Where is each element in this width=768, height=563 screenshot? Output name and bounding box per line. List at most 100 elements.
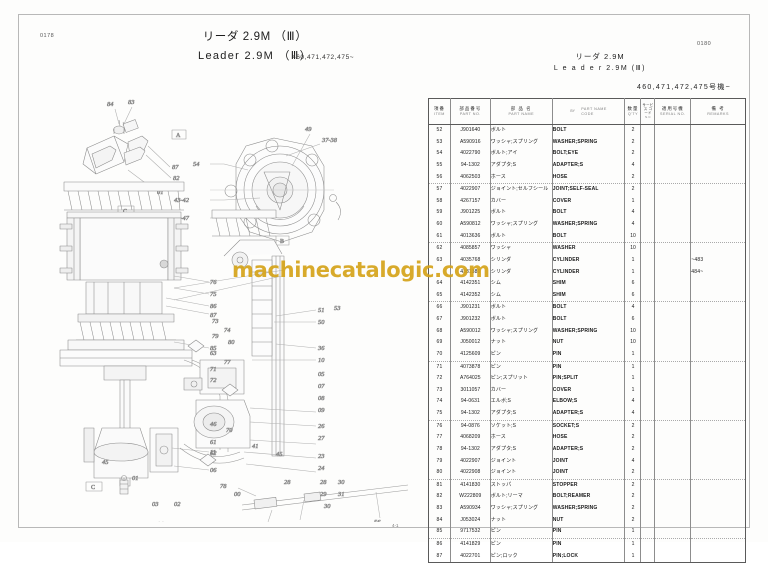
detail-assembly-f — [119, 475, 129, 495]
cell-jp: ピン;ロック — [489, 550, 553, 563]
callout-45b: 45 — [102, 459, 108, 466]
col-header-code-en: CODE — [581, 112, 594, 116]
cell-partno: 94-0631 — [449, 396, 491, 408]
cell-jp: エルボ;S — [489, 396, 553, 408]
detail-assembly-b — [210, 133, 341, 246]
cell-partno: 4142352 — [449, 289, 491, 303]
cell-qty: 2 — [624, 183, 642, 196]
col-header-partno-jp: 部品番号 — [459, 105, 482, 111]
callout-81: 01 — [157, 189, 163, 196]
cell-jp: ピン — [489, 348, 553, 362]
cell-jp: ボルト — [489, 124, 553, 137]
cell-rem — [690, 384, 746, 397]
callout-54: 54 — [193, 161, 200, 168]
cell-serial — [654, 254, 692, 267]
cell-en: NUT — [551, 337, 626, 349]
cell-qty: 2 — [624, 124, 642, 137]
cell-partno: A590916 — [449, 136, 491, 149]
cell-sc — [640, 289, 656, 303]
cell-en: SHIM — [551, 289, 626, 303]
cell-qty: 4 — [624, 408, 642, 421]
cell-item: 52 — [428, 124, 451, 137]
callout-49: 49 — [305, 126, 312, 133]
cell-qty: 2 — [624, 467, 642, 480]
cell-serial — [654, 124, 692, 137]
cell-qty: 6 — [624, 278, 642, 290]
cell-sc — [640, 195, 656, 208]
cell-partno: 4062503 — [449, 171, 491, 185]
cell-sc — [640, 361, 656, 374]
left-title-english: Leader 2.9M （Ⅲ） — [198, 50, 312, 62]
cell-jp: ワッシャ;スプリング — [489, 219, 553, 231]
col-header-code-jp: PART NAME — [581, 107, 607, 112]
cell-jp: ジョイント;セルフシール — [489, 183, 553, 196]
cell-serial — [654, 467, 692, 480]
cell-en: WASHER — [551, 242, 626, 255]
callout-05: 05 — [318, 371, 324, 378]
cell-partno: J901225 — [449, 207, 491, 219]
callout-45: 45 — [276, 451, 282, 458]
cell-item: 75 — [428, 408, 451, 421]
callout-28: 28 — [320, 479, 327, 486]
cell-jp: ボルト;リーマ — [489, 491, 553, 503]
cell-item: 72 — [428, 373, 451, 385]
cell-rem — [690, 538, 746, 551]
cell-qty: 10 — [624, 337, 642, 349]
cell-sc — [640, 183, 656, 196]
callout-37-38: 37-38 — [321, 137, 338, 144]
catalog-page: 0178 リーダ 2.9M （Ⅲ） Leader 2.9M （Ⅲ） 460,47… — [18, 14, 750, 563]
cell-qty: 2 — [624, 432, 642, 444]
cell-jp: ナット — [489, 337, 553, 349]
cell-item: 83 — [428, 503, 451, 515]
cell-partno: 94-1302 — [449, 443, 491, 456]
col-header-partname-jp-label: 部 品 名 — [510, 105, 532, 111]
cell-sc — [640, 148, 656, 160]
cell-item: 69 — [428, 337, 451, 349]
cell-partno: 4125609 — [449, 348, 491, 362]
cell-sc — [640, 443, 656, 456]
cell-serial — [654, 491, 692, 503]
cell-item: 62 — [428, 242, 451, 255]
callout-74: 74 — [224, 327, 231, 334]
cell-jp: ピン;スプリット — [489, 373, 553, 385]
section-label-a: A — [176, 133, 181, 139]
callout-82: 82 — [173, 175, 180, 182]
cell-item: 66 — [428, 301, 451, 314]
cell-partno: 4141830 — [449, 479, 491, 492]
cell-en: NUT — [551, 514, 626, 527]
cell-partno: 94-1302 — [449, 408, 491, 421]
cell-en: PIN;SPLIT — [551, 373, 626, 385]
cell-rem — [690, 314, 746, 326]
callout-53: 53 — [334, 305, 340, 312]
col-header-service-code: サービス コード S.C — [640, 98, 656, 125]
callout-77: 77 — [224, 359, 231, 366]
col-header-sc-en: S.C — [645, 115, 651, 120]
cell-sc — [640, 538, 656, 551]
callout-06: 06 — [210, 467, 217, 474]
cell-qty: 2 — [624, 503, 642, 515]
cell-rem — [690, 242, 746, 255]
cell-item: 60 — [428, 219, 451, 231]
callout-56: 56 — [374, 519, 381, 522]
col-header-qty: 数量 Q'TY — [624, 98, 642, 125]
cell-jp: カバー — [489, 384, 553, 397]
cell-partno: 4085857 — [449, 242, 491, 255]
cell-rem — [690, 420, 746, 433]
cell-jp: シム — [489, 278, 553, 290]
callout-29: 29 — [320, 491, 327, 498]
callout-87b: 87 — [210, 312, 217, 319]
cell-en: CYLINDER — [551, 266, 626, 279]
cell-sc — [640, 467, 656, 480]
left-page-number: 0178 — [40, 33, 55, 39]
cell-rem — [690, 230, 746, 244]
callout-61: 61 — [210, 439, 216, 446]
cell-sc — [640, 171, 656, 185]
